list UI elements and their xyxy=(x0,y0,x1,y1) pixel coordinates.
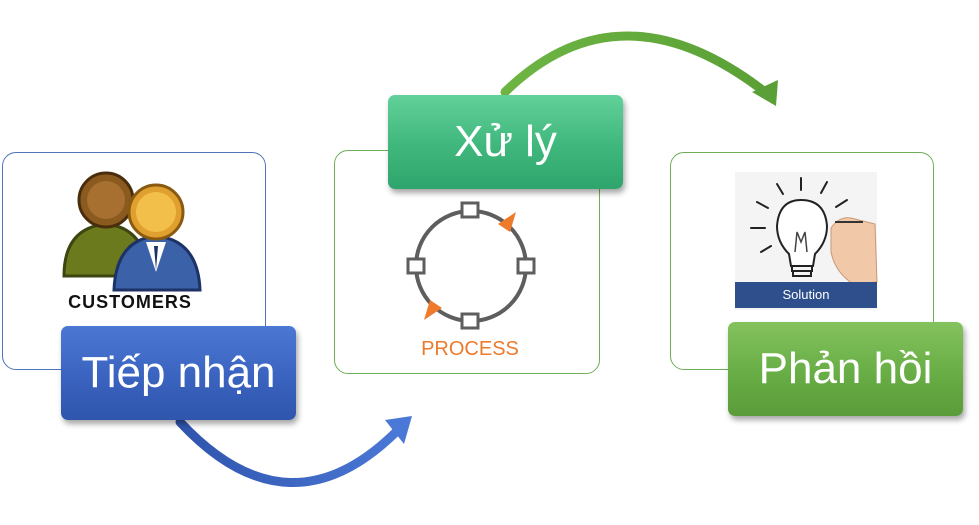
step-receive-label: Tiếp nhận xyxy=(61,326,296,420)
customers-icon xyxy=(62,171,202,292)
solution-caption: Solution xyxy=(735,282,877,308)
customers-caption: CUSTOMERS xyxy=(68,292,192,312)
step-feedback-label: Phản hồi xyxy=(728,322,963,416)
step-process-label: Xử lý xyxy=(388,95,623,189)
process-cycle-icon xyxy=(406,201,536,330)
process-caption: PROCESS xyxy=(421,338,519,360)
